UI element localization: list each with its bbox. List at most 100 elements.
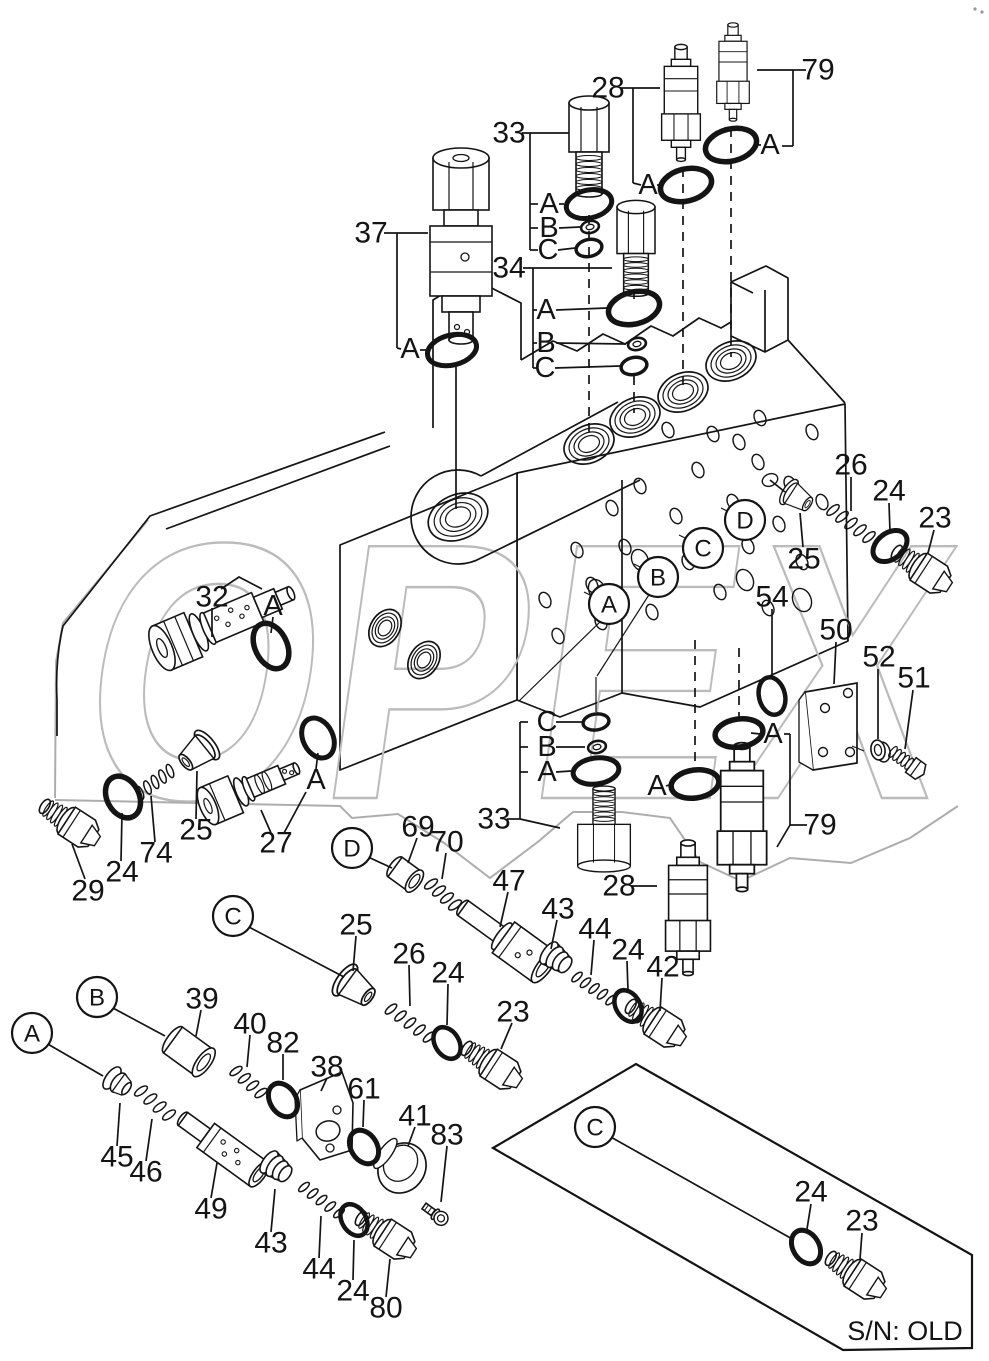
o-ring (431, 1024, 463, 1062)
part-label-79: 79 (803, 809, 836, 842)
rect-shape (670, 58, 692, 68)
ellipse-shape (563, 423, 615, 465)
circle (221, 1151, 228, 1157)
threaded-port (609, 396, 661, 438)
ellipse-shape (626, 336, 648, 352)
ellipse-shape (691, 461, 705, 479)
ellipse-shape (586, 739, 608, 755)
ellipse-shape (706, 425, 720, 443)
spring-turn (332, 1207, 346, 1219)
part-spool49 (176, 1111, 270, 1188)
spring-turn (229, 1065, 243, 1077)
ellipse-shape (710, 344, 752, 378)
rect-shape (675, 950, 701, 961)
ellipse-shape (120, 1081, 133, 1096)
polygon-shape (865, 1276, 888, 1299)
part-label-A: A (763, 718, 783, 750)
ellipse-shape (732, 433, 746, 451)
ellipse-shape (416, 651, 432, 669)
leader-line (859, 1232, 863, 1260)
o-ring (870, 527, 910, 565)
part-label-69: 69 (401, 811, 434, 844)
part-label-43: 43 (541, 893, 574, 926)
circle (225, 621, 231, 628)
ellipse-shape (705, 340, 757, 382)
ellipse-shape (575, 172, 603, 180)
part-label-50: 50 (819, 614, 852, 647)
ellipse-shape (413, 648, 435, 672)
ellipse-shape (570, 541, 584, 559)
part-plug (460, 1040, 524, 1090)
path-shape (339, 472, 518, 771)
part-label-24: 24 (336, 1275, 369, 1308)
leader-line (554, 365, 621, 369)
edge-line (427, 1206, 433, 1214)
ellipse-shape (585, 223, 595, 231)
threaded-port (705, 340, 757, 382)
part-label-B: B (539, 212, 558, 244)
ellipse-shape (669, 507, 683, 525)
part-cone25 (178, 729, 221, 771)
leader-line (362, 1099, 365, 1128)
part-label-46: 46 (129, 1156, 162, 1189)
ellipse-shape (551, 627, 565, 645)
part-label-24: 24 (105, 856, 138, 889)
ellipse-shape (623, 267, 649, 274)
edge-line (909, 760, 922, 777)
ellipse-shape (605, 499, 619, 517)
part-label-61: 61 (347, 1073, 380, 1106)
rect-shape (670, 139, 692, 149)
part-label-33: 33 (492, 117, 525, 150)
leader-line (665, 784, 670, 787)
part-label-26: 26 (392, 938, 425, 971)
leader-line (407, 1126, 416, 1147)
spring-coil (229, 1065, 268, 1099)
spring-turn (133, 1085, 149, 1097)
ellipse-shape (662, 375, 704, 409)
ellipse-shape (575, 166, 603, 174)
circle (526, 949, 533, 956)
ellipse-shape (315, 1120, 341, 1142)
part-label-28: 28 (602, 870, 635, 903)
ellipse-shape (575, 154, 603, 162)
leader-line (396, 347, 402, 350)
ellipse-shape (623, 407, 647, 427)
polygon-shape (395, 1236, 418, 1259)
leader-line (590, 939, 595, 976)
letter-text: C (694, 536, 711, 563)
o-ring (299, 715, 337, 761)
part-label-25: 25 (787, 543, 820, 576)
ellipse-shape (623, 279, 649, 285)
spring-coil (297, 1181, 346, 1219)
spring-turn (413, 1024, 426, 1036)
o-ring (657, 165, 715, 205)
letter-text: C (224, 904, 241, 931)
ellipse-shape (633, 477, 647, 495)
leader-line (283, 791, 307, 834)
ellipse-shape (444, 506, 472, 528)
ellipse-shape (261, 771, 273, 791)
o-ring (605, 288, 663, 328)
part-label-27: 27 (259, 827, 292, 860)
part-label-A: A (536, 294, 556, 326)
ellipse-shape (577, 434, 601, 454)
leader-line (519, 818, 561, 829)
spring-turn (423, 878, 439, 890)
ellipse-shape (804, 499, 811, 509)
leader-line (320, 1077, 328, 1092)
ellipse-shape (616, 199, 656, 215)
circle (213, 615, 220, 622)
spring-turn (157, 769, 168, 784)
o-ring (338, 1201, 370, 1239)
ellipse-shape (824, 1250, 838, 1267)
part-label-C: C (537, 706, 558, 738)
ellipse-shape (203, 797, 213, 815)
leader-line (260, 809, 272, 834)
path-shape (165, 445, 391, 530)
part-label-A: A (638, 169, 658, 201)
leader-line (626, 960, 629, 992)
spring-turn (853, 524, 867, 537)
part-label-32: 32 (195, 581, 228, 614)
path-shape (730, 265, 789, 353)
ellipse-shape (645, 603, 659, 621)
